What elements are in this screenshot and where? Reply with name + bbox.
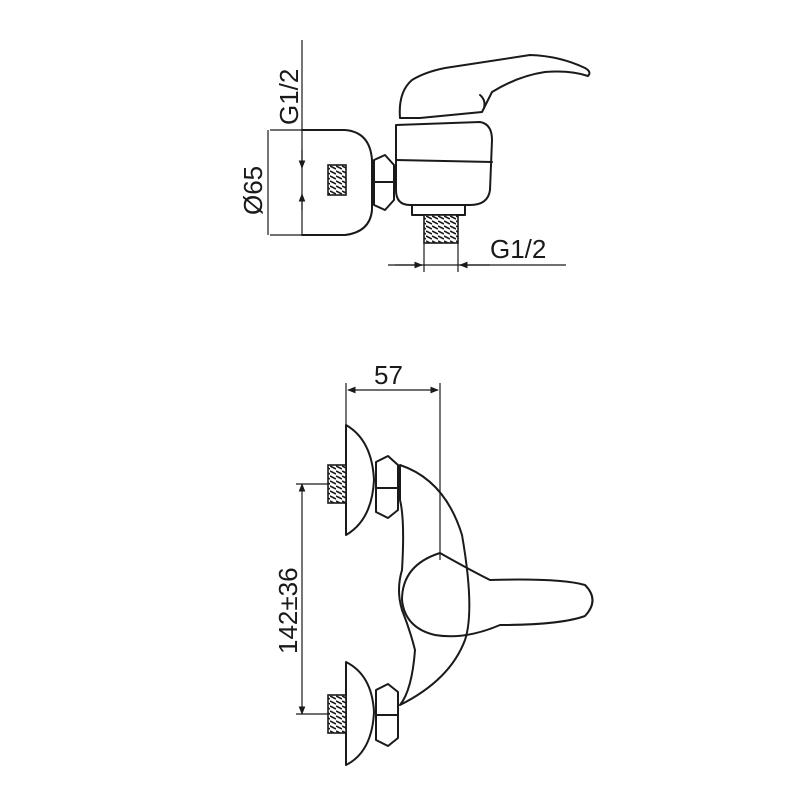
mixer-body: [398, 464, 471, 706]
hex-nut: [373, 154, 395, 211]
lower-hex-nut: [375, 683, 399, 747]
upper-hex-nut: [375, 455, 399, 519]
lever-handle: [398, 54, 591, 119]
lower-flange: [345, 661, 375, 766]
front-lever-handle: [401, 552, 594, 638]
center-distance-label: 142±36: [273, 567, 303, 654]
flange-diameter-label: Ø65: [238, 166, 268, 215]
outlet-thread: [423, 214, 459, 244]
upper-inlet-thread: [327, 464, 347, 504]
outlet-thread-label: G1/2: [490, 234, 546, 264]
front-view: 57 142±36: [273, 360, 594, 766]
inlet-thread: [327, 164, 347, 196]
inlet-thread-label: G1/2: [274, 69, 304, 125]
projection-label: 57: [374, 360, 403, 390]
wall-flange: [301, 129, 373, 236]
side-view: G1/2 Ø65 G1/2: [238, 40, 591, 272]
upper-flange: [345, 424, 375, 536]
lower-inlet-thread: [327, 694, 347, 734]
valve-body: [395, 121, 493, 206]
